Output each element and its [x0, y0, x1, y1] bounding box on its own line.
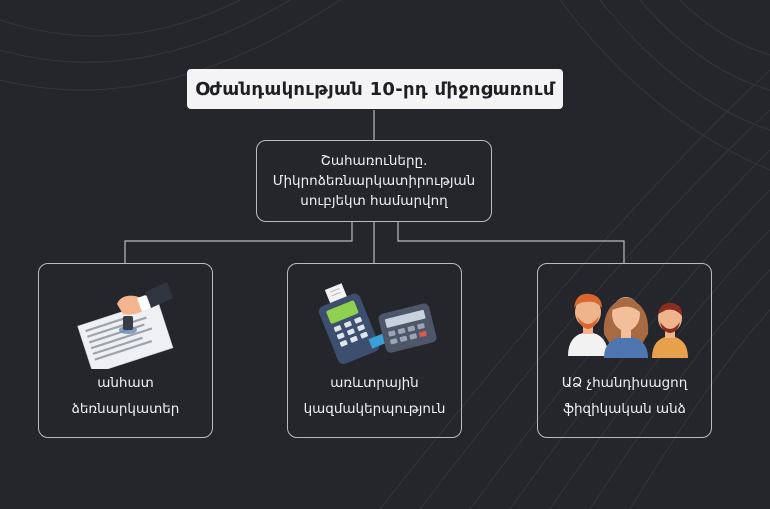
card-individual-entrepreneur: անհատ ձեռնարկատեր — [38, 263, 213, 438]
card-commercial-organization: առևտրային կազմակերպություն — [287, 263, 462, 438]
payment-terminal-calculator-icon — [318, 283, 437, 364]
beneficiaries-line-1: Շահառուները. — [320, 153, 428, 169]
card-1-line-2: ձեռնարկատեր — [71, 401, 180, 417]
page-title: Օժանդակության 10-րդ միջոցառում — [187, 69, 563, 109]
card-3-line-1: ԱՁ չհանդիսացող — [561, 375, 688, 391]
card-2-line-1: առևտրային — [330, 375, 419, 391]
page-title-text: Օժանդակության 10-րդ միջոցառում — [195, 78, 555, 100]
beneficiaries-box: Շահառուները. Միկրոձեռնարկատիրության սուբ… — [256, 140, 492, 222]
card-natural-person: ԱՁ չհանդիսացող ֆիզիկական անձ — [537, 263, 712, 438]
card-2-line-2: կազմակերպություն — [303, 401, 446, 417]
card-1-line-1: անհատ — [97, 375, 154, 391]
people-group-icon — [568, 293, 688, 358]
signed-document-stamp-icon — [77, 282, 174, 369]
card-3-line-2: ֆիզիկական անձ — [563, 401, 686, 417]
beneficiaries-line-2: Միկրոձեռնարկատիրության — [272, 173, 476, 189]
beneficiaries-line-3: սուբյեկտ համարվող — [300, 193, 448, 209]
